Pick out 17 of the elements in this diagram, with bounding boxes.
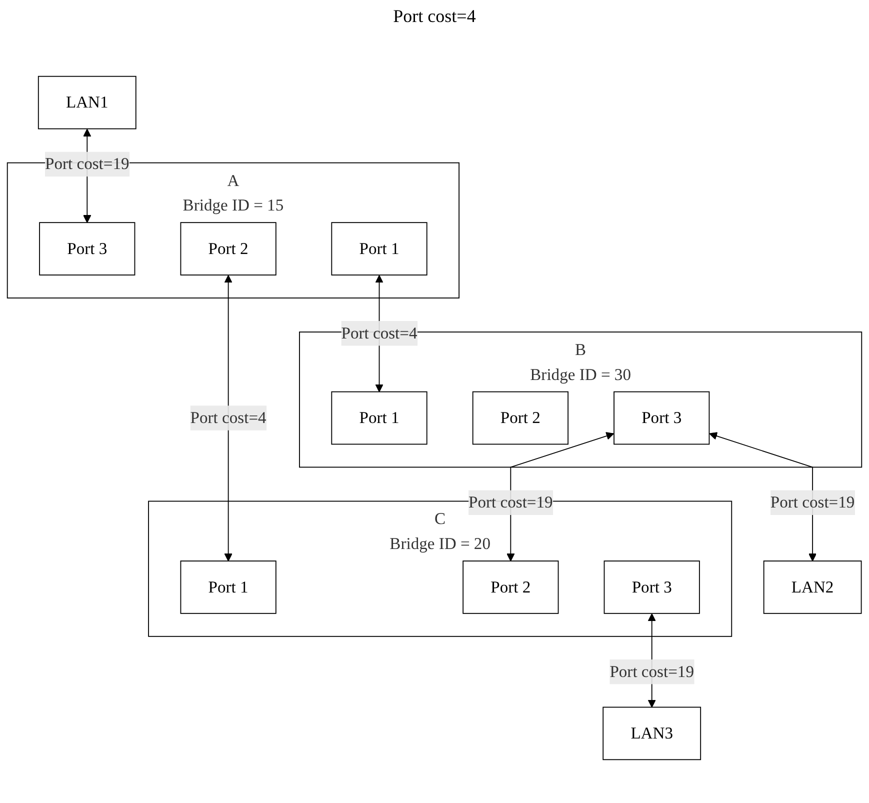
node-box: Port 2 xyxy=(180,222,276,276)
arrow xyxy=(224,275,232,562)
node-box: Port 1 xyxy=(331,391,428,445)
node-box: LAN3 xyxy=(602,706,702,760)
node-box: Port 1 xyxy=(180,560,276,614)
edge-label: Port cost=19 xyxy=(770,492,855,512)
note-label: Port cost=4 xyxy=(393,6,476,27)
node-box: Port 3 xyxy=(604,560,700,614)
node-box: Port 2 xyxy=(472,391,568,445)
node-box: Port 3 xyxy=(614,391,710,445)
node-box: LAN2 xyxy=(763,560,862,614)
node-box: Port 2 xyxy=(462,560,559,614)
node-box: LAN1 xyxy=(38,76,136,130)
edge-label: Port cost=4 xyxy=(190,408,266,427)
node-box: Port 1 xyxy=(331,222,428,276)
edge-label: Port cost=19 xyxy=(610,662,694,681)
node-box: Port 3 xyxy=(39,222,136,276)
